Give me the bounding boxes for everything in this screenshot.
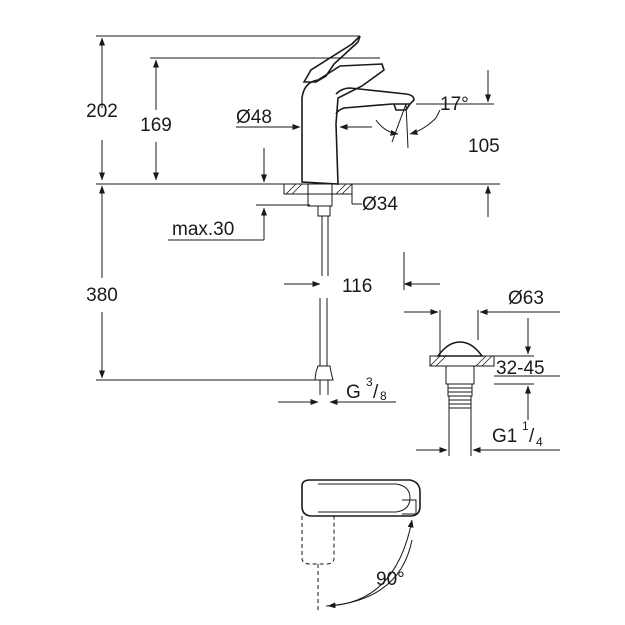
hole-diameter-label: Ø34: [362, 194, 398, 215]
waste-valve: [429, 341, 495, 409]
handle-top-view: [301, 479, 421, 610]
offset-label: 116: [342, 276, 372, 297]
reach-label: 105: [468, 136, 500, 157]
dimension-waste-diameter: [404, 309, 560, 356]
dimension-reach: [416, 70, 494, 217]
dimension-max-deck: [168, 148, 310, 241]
waste-diameter-label: Ø63: [508, 288, 544, 309]
dimension-rotation: [325, 519, 414, 609]
dimension-offset: [284, 252, 440, 290]
dimension-waste-thread: [416, 408, 560, 456]
dimension-waste-range: [494, 318, 560, 420]
max-deck-label: max.30: [172, 219, 234, 240]
dimension-hole-diameter: [96, 183, 500, 205]
faucet-side-view: [283, 35, 415, 395]
waste-range-label: 32-45: [496, 358, 545, 379]
rotation-label: 90°: [376, 569, 405, 590]
total-height-label: 202: [86, 101, 118, 122]
dimension-spout-height: [150, 57, 380, 181]
dimension-spout-angle: [375, 103, 441, 149]
handle-diameter-label: Ø48: [236, 107, 272, 128]
dimension-hose-length: [96, 185, 318, 381]
dimension-total-height: [96, 35, 360, 181]
hose-length-label: 380: [86, 285, 118, 306]
spout-height-label: 169: [140, 115, 172, 136]
